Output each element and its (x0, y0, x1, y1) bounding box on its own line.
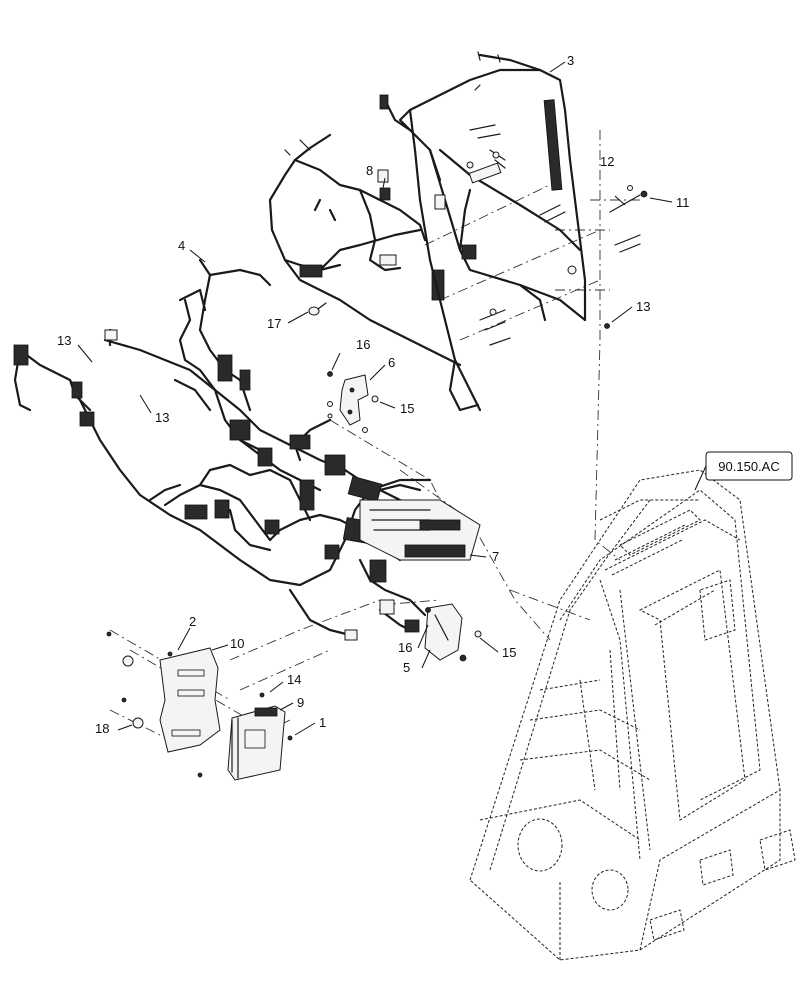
bracket-6[interactable] (327, 374, 369, 433)
nut-13-right (604, 323, 610, 329)
ecu-hardware (106, 631, 293, 778)
reference-box-label: 90.150.AC (718, 459, 779, 474)
reference-box[interactable]: 90.150.AC (694, 451, 793, 491)
callout-10: 10 (230, 636, 244, 651)
callout-18: 18 (95, 721, 109, 736)
main-harness[interactable] (13, 258, 462, 641)
callout-labels: 3 4 12 11 8 16 6 15 13 13 13 17 7 16 5 1… (57, 53, 690, 736)
washer-12 (627, 185, 633, 191)
callout-13-mid: 13 (155, 410, 169, 425)
washer-15-upper (371, 395, 379, 403)
harness-4[interactable] (268, 133, 462, 367)
callout-8: 8 (366, 163, 373, 178)
callout-4: 4 (178, 238, 185, 253)
callout-1: 1 (319, 715, 326, 730)
clip-8 (379, 187, 391, 201)
callout-5: 5 (403, 660, 410, 675)
callout-13-right: 13 (636, 299, 650, 314)
nut-16-lower (425, 607, 431, 613)
callout-15-upper: 15 (400, 401, 414, 416)
callout-17: 17 (267, 316, 281, 331)
callout-7: 7 (492, 549, 499, 564)
harness-3[interactable] (379, 51, 587, 412)
callout-15-lower: 15 (502, 645, 516, 660)
ecu-bracket-10[interactable] (159, 647, 221, 753)
cap-17 (308, 302, 327, 316)
bolt-11 (609, 190, 648, 213)
bracket-5[interactable] (424, 603, 467, 662)
callout-14: 14 (287, 672, 301, 687)
callout-16-upper: 16 (356, 337, 370, 352)
callout-3: 3 (567, 53, 574, 68)
callout-6: 6 (388, 355, 395, 370)
callout-13-left: 13 (57, 333, 71, 348)
callout-leaders (77, 61, 673, 736)
cable-ties-upper (466, 124, 641, 346)
callout-2: 2 (189, 614, 196, 629)
callout-12: 12 (600, 154, 614, 169)
callout-11: 11 (676, 195, 690, 210)
washer-15-lower (474, 630, 482, 638)
nut-16-upper (327, 371, 333, 377)
callout-9: 9 (297, 695, 304, 710)
cab-frame (469, 469, 796, 961)
ecu-module-1[interactable] (227, 705, 286, 781)
callout-16-lower: 16 (398, 640, 412, 655)
fuse-block-7[interactable] (359, 483, 481, 561)
